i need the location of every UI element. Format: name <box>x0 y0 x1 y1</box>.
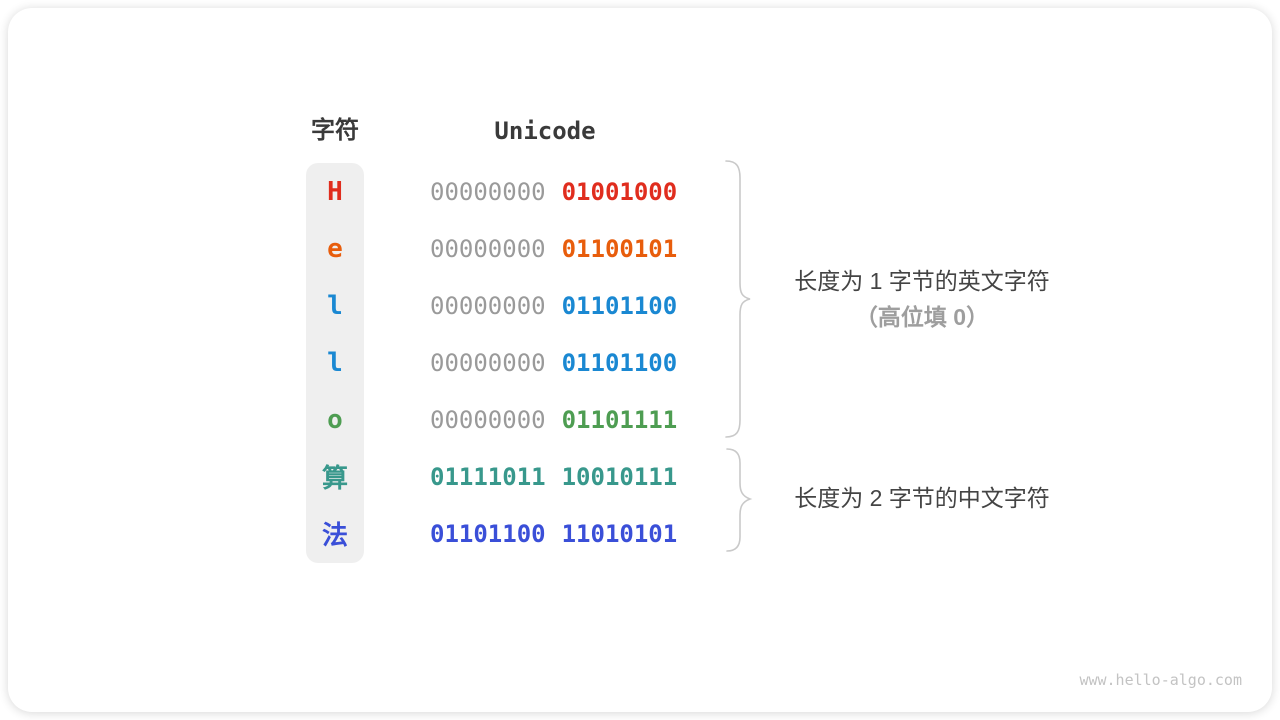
byte-high: 00000000 <box>430 348 546 377</box>
table-row: e 00000000 01100101 <box>306 220 726 277</box>
binary-value: 00000000 01101100 <box>430 292 677 320</box>
binary-value: 00000000 01100101 <box>430 235 677 263</box>
char-cell: 法 <box>321 521 348 551</box>
byte-low: 11010101 <box>561 519 678 548</box>
annotation-chinese-chars: 长度为 2 字节的中文字符 <box>762 480 1082 516</box>
byte-high: 01101100 <box>430 519 546 548</box>
annotation-line-dim: （高位填 0） <box>854 304 990 330</box>
table-row: 算 01111011 10010111 <box>306 448 726 505</box>
binary-value: 01101100 11010101 <box>430 520 677 548</box>
binary-value: 00000000 01101111 <box>430 406 677 434</box>
char-cell: l <box>327 290 343 321</box>
watermark-url: www.hello-algo.com <box>1079 671 1242 689</box>
annotation-english-chars: 长度为 1 字节的英文字符 （高位填 0） <box>762 263 1082 335</box>
annotation-line: 长度为 2 字节的中文字符 <box>794 485 1050 511</box>
byte-low: 01101100 <box>561 291 678 320</box>
binary-value: 00000000 01101100 <box>430 349 677 377</box>
char-column-background <box>306 163 364 563</box>
table-row: l 00000000 01101100 <box>306 277 726 334</box>
annotation-line: 长度为 1 字节的英文字符 <box>794 268 1050 294</box>
byte-low: 01101111 <box>561 405 678 434</box>
char-cell: o <box>327 404 343 435</box>
binary-value: 00000000 01001000 <box>430 178 677 206</box>
byte-high: 00000000 <box>430 405 546 434</box>
column-header-char: 字符 <box>311 117 359 144</box>
byte-low: 01101100 <box>561 348 678 377</box>
byte-low: 01001000 <box>561 177 678 206</box>
table-row: l 00000000 01101100 <box>306 334 726 391</box>
table-row: H 00000000 01001000 <box>306 163 726 220</box>
char-cell: 算 <box>321 464 348 494</box>
byte-high: 00000000 <box>430 234 546 263</box>
table-row: 法 01101100 11010101 <box>306 505 726 562</box>
figure-card <box>8 8 1272 712</box>
table-row: o 00000000 01101111 <box>306 391 726 448</box>
binary-value: 01111011 10010111 <box>430 463 677 491</box>
byte-high: 00000000 <box>430 177 546 206</box>
char-cell: l <box>327 347 343 378</box>
encoding-table: H 00000000 01001000 e 00000000 01100101 … <box>306 163 726 562</box>
char-cell: e <box>327 233 343 264</box>
byte-low: 01100101 <box>561 234 678 263</box>
column-header-unicode: Unicode <box>494 117 596 145</box>
byte-high: 01111011 <box>430 462 546 491</box>
char-cell: H <box>327 176 343 207</box>
byte-low: 10010111 <box>561 462 678 491</box>
byte-high: 00000000 <box>430 291 546 320</box>
